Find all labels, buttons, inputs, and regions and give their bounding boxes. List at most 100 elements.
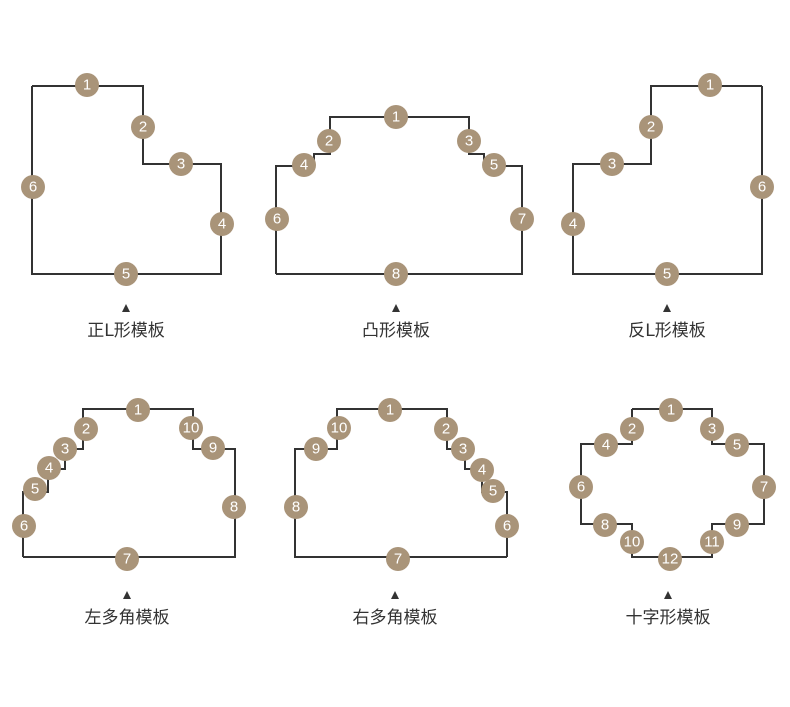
svg-text:5: 5 (31, 481, 39, 498)
svg-text:3: 3 (177, 156, 185, 173)
edge-badge: 4 (292, 153, 316, 177)
svg-text:9: 9 (733, 517, 741, 534)
svg-text:1: 1 (386, 402, 394, 419)
outline-left-polygon (22, 408, 236, 558)
template-l-shape[interactable]: 1 2 3 4 5 6 正L形模板 (21, 73, 234, 341)
edge-badge: 4 (210, 212, 234, 236)
svg-text:7: 7 (123, 551, 131, 568)
svg-text:7: 7 (760, 479, 768, 496)
svg-text:1: 1 (83, 77, 91, 94)
edge-badge: 1 (384, 105, 408, 129)
pointer-arrow-icon (392, 304, 400, 312)
edge-badge: 4 (594, 433, 618, 457)
edge-badge: 10 (179, 416, 203, 440)
svg-text:2: 2 (139, 119, 147, 136)
svg-text:1: 1 (667, 402, 675, 419)
svg-text:9: 9 (209, 440, 217, 457)
svg-text:8: 8 (230, 499, 238, 516)
svg-text:6: 6 (29, 179, 37, 196)
edge-badge: 5 (23, 477, 47, 501)
svg-text:3: 3 (465, 133, 473, 150)
svg-text:1: 1 (134, 402, 142, 419)
edge-badge: 8 (384, 262, 408, 286)
edge-badge: 9 (725, 513, 749, 537)
svg-text:3: 3 (61, 441, 69, 458)
pointer-arrow-icon (123, 591, 131, 599)
edge-badge: 5 (655, 262, 679, 286)
edge-badge: 9 (304, 437, 328, 461)
svg-text:5: 5 (663, 266, 671, 283)
outline-l-shape (31, 85, 222, 275)
edge-badge: 3 (53, 437, 77, 461)
svg-text:10: 10 (183, 420, 200, 437)
edge-badge: 2 (434, 417, 458, 441)
edge-badge: 6 (12, 514, 36, 538)
svg-text:4: 4 (478, 462, 486, 479)
svg-text:4: 4 (218, 216, 226, 233)
edge-badge: 5 (481, 479, 505, 503)
edge-badge: 2 (639, 115, 663, 139)
svg-text:4: 4 (45, 460, 53, 477)
svg-text:7: 7 (394, 551, 402, 568)
svg-text:3: 3 (459, 441, 467, 458)
template-convex[interactable]: 1 2 3 4 5 6 7 8 凸形模板 (265, 105, 534, 341)
edge-badge: 10 (327, 416, 351, 440)
edge-badge: 9 (201, 436, 225, 460)
edge-badge: 8 (593, 513, 617, 537)
template-right-polygon[interactable]: 1 2 3 4 5 6 7 8 9 10 右多角模板 (284, 398, 519, 628)
edge-badge: 2 (317, 129, 341, 153)
svg-text:11: 11 (704, 534, 720, 551)
svg-text:10: 10 (624, 534, 641, 551)
svg-text:6: 6 (758, 179, 766, 196)
edge-badge: 5 (114, 262, 138, 286)
outline-reverse-l-shape (572, 85, 763, 275)
svg-text:2: 2 (442, 421, 450, 438)
edge-badge: 2 (74, 417, 98, 441)
template-cross[interactable]: 1 2 3 4 5 6 7 8 9 10 11 12 十字形模板 (569, 398, 776, 628)
pointer-arrow-icon (663, 304, 671, 312)
svg-text:10: 10 (331, 420, 348, 437)
svg-text:2: 2 (325, 133, 333, 150)
edge-badge: 7 (386, 547, 410, 571)
svg-text:6: 6 (503, 518, 511, 535)
edge-badge: 6 (265, 207, 289, 231)
svg-text:5: 5 (490, 157, 498, 174)
edge-badge: 8 (284, 495, 308, 519)
edge-badge: 6 (495, 514, 519, 538)
pointer-arrow-icon (664, 591, 672, 599)
svg-text:2: 2 (82, 421, 90, 438)
edge-badge: 6 (750, 175, 774, 199)
template-left-polygon[interactable]: 1 2 3 4 5 6 7 8 9 10 左多角模板 (12, 398, 246, 628)
svg-text:8: 8 (601, 517, 609, 534)
svg-text:1: 1 (706, 77, 714, 94)
svg-text:8: 8 (292, 499, 300, 516)
svg-text:8: 8 (392, 266, 400, 283)
svg-text:7: 7 (518, 211, 526, 228)
edge-badge: 1 (126, 398, 150, 422)
edge-badge: 11 (700, 530, 724, 554)
template-reverse-l-shape[interactable]: 1 2 3 4 5 6 反L形模板 (561, 73, 774, 341)
svg-text:2: 2 (647, 119, 655, 136)
edge-badge: 12 (658, 547, 682, 571)
svg-text:4: 4 (569, 216, 577, 233)
edge-badge: 4 (470, 458, 494, 482)
edge-badge: 1 (659, 398, 683, 422)
edge-badge: 4 (37, 456, 61, 480)
svg-text:12: 12 (662, 551, 679, 568)
pointer-arrow-icon (391, 591, 399, 599)
edge-badge: 7 (752, 475, 776, 499)
svg-text:9: 9 (312, 441, 320, 458)
edge-badge: 1 (698, 73, 722, 97)
edge-badge: 3 (700, 417, 724, 441)
edge-badge: 3 (457, 129, 481, 153)
svg-text:3: 3 (708, 421, 716, 438)
pointer-arrow-icon (122, 304, 130, 312)
svg-text:5: 5 (122, 266, 130, 283)
svg-text:4: 4 (602, 437, 610, 454)
caption-l-shape: 正L形模板 (87, 321, 164, 341)
outline-convex (275, 116, 523, 275)
caption-reverse-l-shape: 反L形模板 (628, 321, 705, 341)
svg-text:2: 2 (628, 421, 636, 438)
caption-convex: 凸形模板 (362, 321, 430, 341)
